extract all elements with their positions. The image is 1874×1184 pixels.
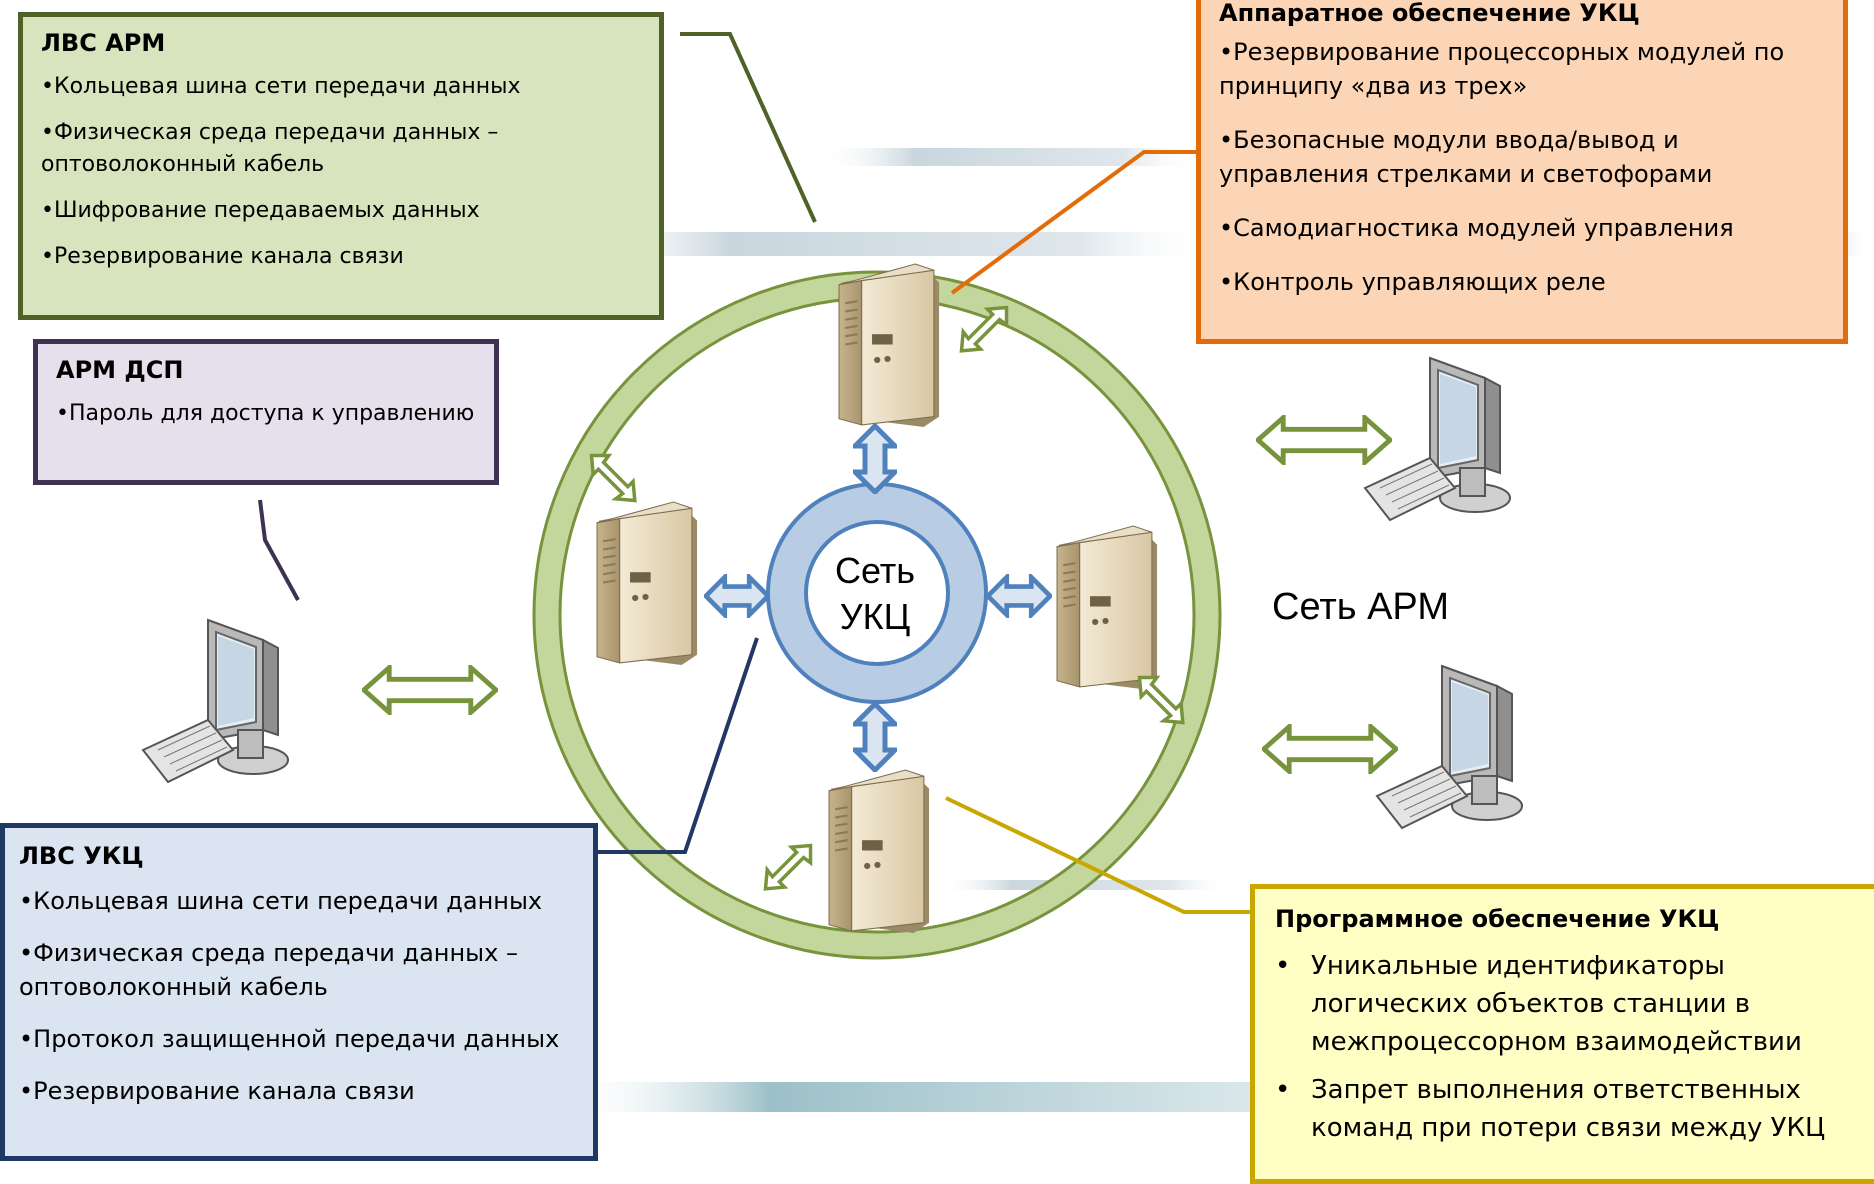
connector-lvs-ukc xyxy=(598,637,759,854)
bullet: • xyxy=(1275,1075,1291,1105)
software-title: Программное обеспечение УКЦ xyxy=(1275,905,1720,933)
lvs-ukc-title: ЛВС УКЦ xyxy=(19,842,144,870)
blue-arrow-left xyxy=(706,577,768,615)
green-arrow-left xyxy=(364,668,496,713)
decor-band-middle xyxy=(570,232,1210,256)
lvs-ukc-box: ЛВС УКЦ •Кольцевая шина сети передачи да… xyxy=(0,823,598,1161)
blue-arrow-right xyxy=(988,577,1050,615)
green-arrow-diag-right xyxy=(1137,675,1185,725)
decor-band-top xyxy=(820,148,1200,166)
server-icon-bottom xyxy=(827,769,931,933)
green-arrow-right-lower xyxy=(1264,727,1396,772)
bullet: • xyxy=(1275,951,1291,981)
software-box: Программное обеспечение УКЦ • Уникальные… xyxy=(1250,884,1874,1184)
software-item: • Запрет выполнения ответственных команд… xyxy=(1275,1071,1865,1147)
hardware-box: Аппаратное обеспечение УКЦ •Резервирован… xyxy=(1196,0,1848,344)
connector-software xyxy=(945,796,1250,914)
blue-arrow-bottom xyxy=(855,704,895,770)
server-icon-right xyxy=(1055,525,1159,689)
computer-icon-left xyxy=(142,619,289,783)
lvs-ukc-item: •Физическая среда передачи данных – опто… xyxy=(19,939,518,1001)
green-arrow-diag-left xyxy=(589,453,637,503)
blue-arrow-top xyxy=(855,426,895,492)
software-item-text: Уникальные идентификаторы логических объ… xyxy=(1311,951,1802,1057)
connector-arm-dsp xyxy=(258,499,300,601)
arm-network-label: Сеть АРМ xyxy=(1272,586,1449,628)
lvs-arm-item: •Шифрование передаваемых данных xyxy=(41,198,480,223)
green-arrow-diag-bottom xyxy=(763,843,813,891)
ukc-network-label-line2: УКЦ xyxy=(839,596,911,637)
ukc-network-label: Сеть УКЦ xyxy=(795,548,955,640)
lvs-arm-box: ЛВС АРМ •Кольцевая шина сети передачи да… xyxy=(18,12,664,320)
decor-band-bottom xyxy=(560,1082,1260,1112)
lvs-ukc-item: •Кольцевая шина сети передачи данных xyxy=(19,887,543,915)
lvs-arm-item: •Резервирование канала связи xyxy=(41,244,404,269)
lvs-ukc-item: •Резервирование канала связи xyxy=(19,1077,415,1105)
ukc-network-label-line1: Сеть xyxy=(834,550,916,591)
ukc-network-ring xyxy=(768,484,986,702)
lvs-arm-item: •Кольцевая шина сети передачи данных xyxy=(41,74,521,99)
green-arrow-right-upper xyxy=(1258,418,1390,463)
hardware-title: Аппаратное обеспечение УКЦ xyxy=(1219,0,1640,27)
arm-dsp-item: •Пароль для доступа к управлению xyxy=(56,401,475,426)
hardware-item: •Самодиагностика модулей управления xyxy=(1219,214,1734,242)
connector-lvs-arm xyxy=(680,32,817,223)
software-item: • Уникальные идентификаторы логических о… xyxy=(1275,947,1865,1061)
arm-dsp-box: АРМ ДСП •Пароль для доступа к управлению xyxy=(33,339,499,485)
lvs-arm-title: ЛВС АРМ xyxy=(41,29,166,57)
computer-icon-right-lower xyxy=(1376,665,1523,829)
arm-dsp-title: АРМ ДСП xyxy=(56,356,184,384)
software-item-text: Запрет выполнения ответственных команд п… xyxy=(1311,1075,1826,1143)
hardware-item: •Безопасные модули ввода/вывод и управле… xyxy=(1219,126,1713,188)
server-icon-top xyxy=(837,263,941,427)
server-icon-left xyxy=(595,501,699,665)
connector-hardware xyxy=(950,150,1196,295)
hardware-item: •Контроль управляющих реле xyxy=(1219,268,1606,296)
hardware-item: •Резервирование процессорных модулей по … xyxy=(1219,38,1785,100)
lvs-arm-item: •Физическая среда передачи данных – опто… xyxy=(41,120,499,177)
lvs-ukc-item: •Протокол защищенной передачи данных xyxy=(19,1025,560,1053)
